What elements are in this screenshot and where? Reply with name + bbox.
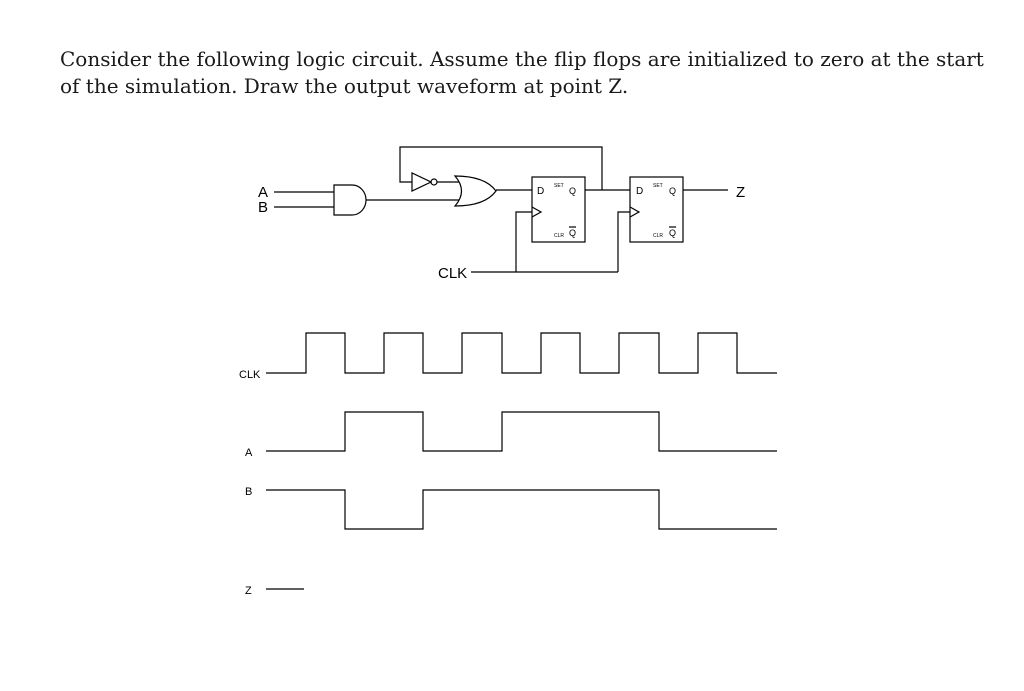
ff1-qbar-pin: Q [569,228,576,238]
clk-to-ff2-wire [617,211,630,272]
ff1-set-pin: SET [554,183,564,189]
logic-circuit: A B D SET Q CLR Q D SET Q [258,146,745,282]
a-waveform [266,411,777,452]
question-line-1: Consider the following logic circuit. As… [60,47,984,71]
or-gate [453,175,497,207]
ff2-clr-pin: CLR [653,233,663,239]
ff2-d-pin: D [636,186,643,197]
timing-a-label: A [245,447,253,459]
ff2-set-pin: SET [653,183,663,189]
question-line-2: of the simulation. Draw the output wavef… [60,74,629,98]
ff1-q-pin: Q [569,186,576,196]
clk-to-ff1-wire [515,211,532,272]
input-a-label: A [258,184,268,201]
ff2-q-pin: Q [669,186,676,196]
ff2-qbar-pin: Q [669,228,676,238]
timing-b-label: B [245,486,252,498]
ff1-clr-pin: CLR [554,233,564,239]
input-b-label: B [258,199,268,216]
timing-diagram: CLK A B Z [239,332,777,597]
not-gate [411,172,433,192]
ff2-clock-triangle [629,206,641,218]
question-text: Consider the following logic circuit. As… [60,46,984,100]
feedback-wire [399,146,603,190]
b-waveform [266,489,777,530]
timing-clk-label: CLK [239,369,261,381]
ff1-clock-triangle [531,206,543,218]
clk-input-label: CLK [438,265,467,282]
flip-flop-1 [531,176,586,243]
clk-waveform [266,332,777,374]
output-z-label: Z [736,184,745,201]
timing-z-label: Z [245,585,252,597]
and-gate [333,184,367,216]
not-gate-bubble [430,178,438,186]
ff1-d-pin: D [537,186,544,197]
flip-flop-2 [629,176,684,243]
